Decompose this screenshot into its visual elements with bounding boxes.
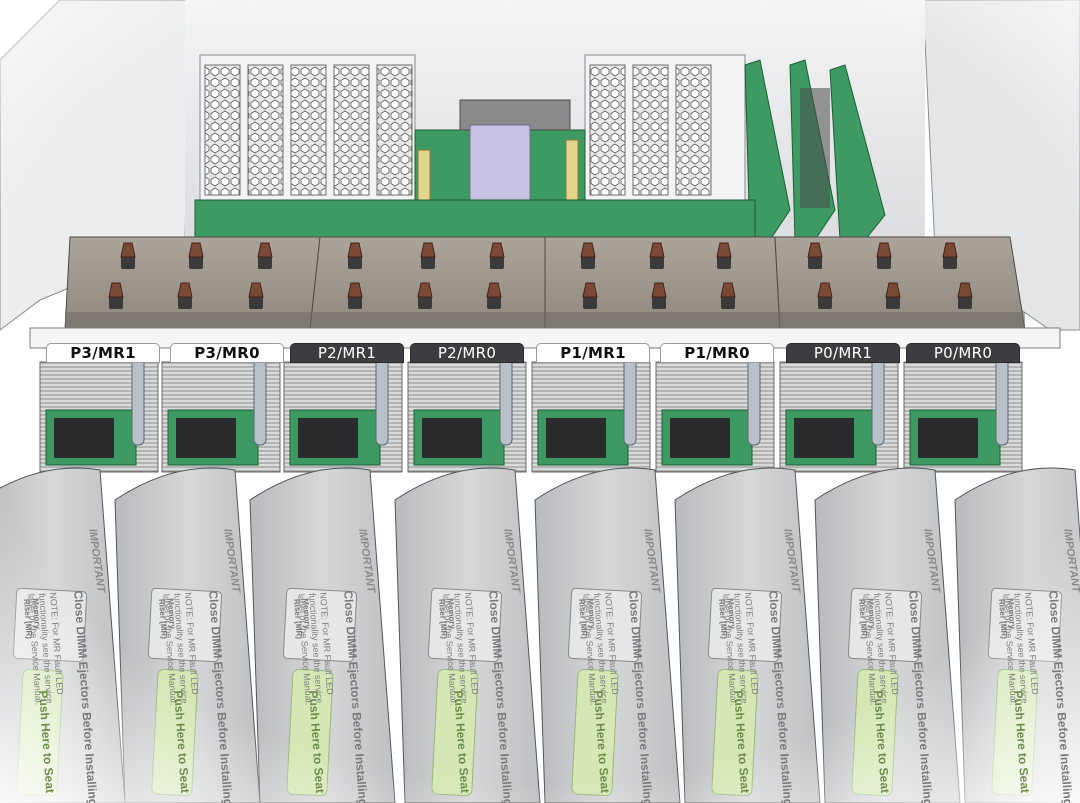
riser-mr_label-text: Memory Riser (MR)	[292, 598, 313, 640]
slot-label: P1/MR1	[536, 343, 650, 363]
slot-label: P0/MR0	[906, 343, 1020, 363]
slot-label: P2/MR1	[290, 343, 404, 363]
riser-mr_label-text: Memory Riser (MR)	[997, 598, 1018, 640]
slot-label: P0/MR1	[786, 343, 900, 363]
riser-mr_label-text: Memory Riser (MR)	[22, 598, 43, 640]
slot-label: P2/MR0	[410, 343, 524, 363]
slot-label: P1/MR0	[660, 343, 774, 363]
riser-mr_label-text: Memory Riser (MR)	[577, 598, 598, 640]
slot-label: P3/MR1	[46, 343, 160, 363]
riser-mr_label-text: Memory Riser (MR)	[157, 598, 178, 640]
riser-mr_label-text: Memory Riser (MR)	[857, 598, 878, 640]
riser-mr_label-text: Memory Riser (MR)	[717, 598, 738, 640]
slot-label: P3/MR0	[170, 343, 284, 363]
riser-mr_label-text: Memory Riser (MR)	[437, 598, 458, 640]
